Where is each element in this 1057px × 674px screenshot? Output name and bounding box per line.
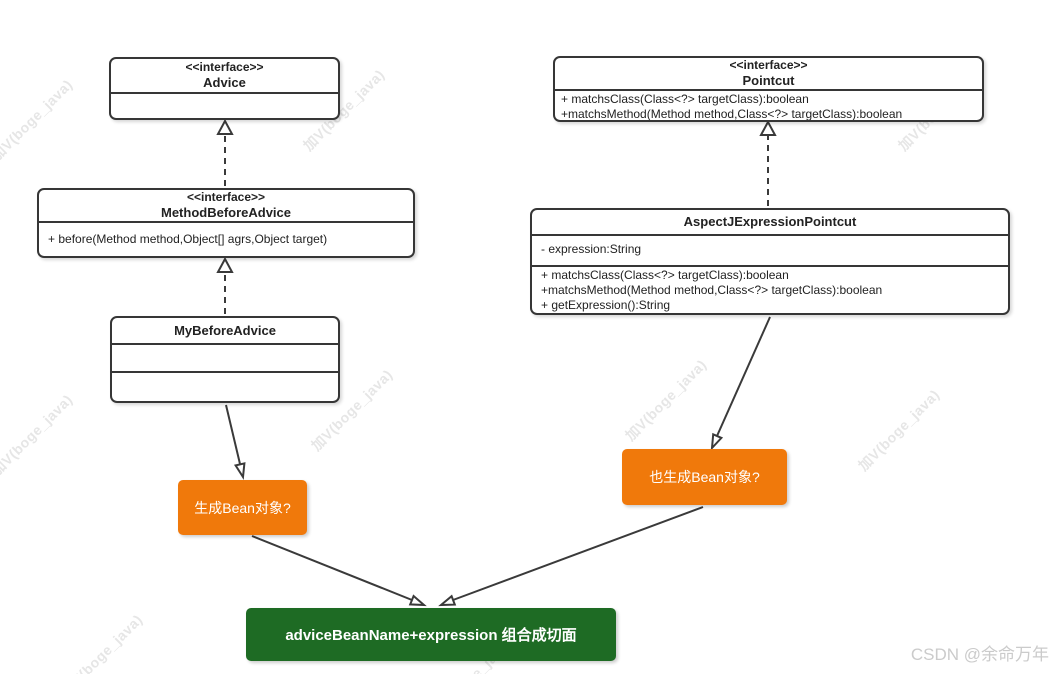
methods-compartment: + matchsClass(Class<?> targetClass):bool… — [532, 265, 1008, 313]
method-signature: + before(Method method,Object[] agrs,Obj… — [48, 232, 328, 246]
note-also-generate-bean: 也生成Bean对象? — [622, 449, 787, 505]
note-label: 也生成Bean对象? — [649, 469, 760, 485]
class-header: MyBeforeAdvice — [112, 318, 338, 343]
class-header: AspectJExpressionPointcut — [532, 210, 1008, 234]
class-name: Pointcut — [742, 73, 795, 88]
class-box-methodbeforeadvice: <<interface>> MethodBeforeAdvice + befor… — [37, 188, 415, 258]
note-arrow-right-note-to-bottom-note — [438, 506, 704, 607]
method-signature: + matchsClass(Class<?> targetClass):bool… — [541, 268, 789, 282]
method-signature: +matchsMethod(Method method,Class<?> tar… — [541, 283, 883, 297]
class-box-advice: <<interface>> Advice — [109, 57, 340, 120]
methods-compartment-empty — [112, 371, 338, 401]
realization-arrow-aspectj-to-pointcut — [759, 119, 777, 206]
class-name: MyBeforeAdvice — [174, 322, 276, 338]
realization-arrow-methodbeforeadvice-to-advice — [216, 118, 234, 186]
note-arrow-aspectj-to-right-note — [710, 316, 771, 451]
methods-compartment: + before(Method method,Object[] agrs,Obj… — [39, 221, 413, 256]
csdn-brand-watermark: CSDN @余命万年 — [910, 645, 1049, 664]
class-name: MethodBeforeAdvice — [160, 205, 292, 220]
note-label: adviceBeanName+expression 组合成切面 — [285, 627, 577, 644]
class-box-aspectjexpressionpointcut: AspectJExpressionPointcut - expression:S… — [530, 208, 1010, 315]
stereotype-label: <<interface>> — [729, 58, 808, 72]
attributes-compartment-empty — [112, 343, 338, 371]
class-box-pointcut: <<interface>> Pointcut + matchsClass(Cla… — [553, 56, 984, 122]
class-name: Advice — [203, 75, 246, 90]
class-header: <<interface>> MethodBeforeAdvice — [39, 190, 413, 221]
class-box-mybeforeadvice: MyBeforeAdvice — [110, 316, 340, 403]
note-label: 生成Bean对象? — [194, 499, 291, 516]
method-signature: + matchsClass(Class<?> targetClass):bool… — [561, 92, 809, 106]
methods-compartment: + matchsClass(Class<?> targetClass):bool… — [555, 89, 982, 121]
class-header: <<interface>> Pointcut — [555, 58, 982, 89]
realization-arrow-mybeforeadvice-to-methodbeforeadvice — [216, 256, 234, 314]
stereotype-label: <<interface>> — [186, 190, 266, 204]
class-name: AspectJExpressionPointcut — [683, 213, 857, 229]
stereotype-label: <<interface>> — [185, 60, 264, 74]
method-signature: + getExpression():String — [541, 298, 671, 312]
note-arrow-mybeforeadvice-to-left-note — [225, 404, 246, 480]
field-signature: - expression:String — [541, 241, 642, 256]
note-advicebeanname-expression: adviceBeanName+expression 组合成切面 — [246, 608, 616, 661]
method-signature: +matchsMethod(Method method,Class<?> tar… — [561, 107, 903, 121]
note-generate-bean: 生成Bean对象? — [178, 480, 307, 535]
attributes-compartment-empty — [111, 92, 338, 118]
note-arrow-left-note-to-bottom-note — [251, 535, 427, 607]
class-header: <<interface>> Advice — [111, 59, 338, 92]
attributes-compartment: - expression:String — [532, 233, 1008, 265]
